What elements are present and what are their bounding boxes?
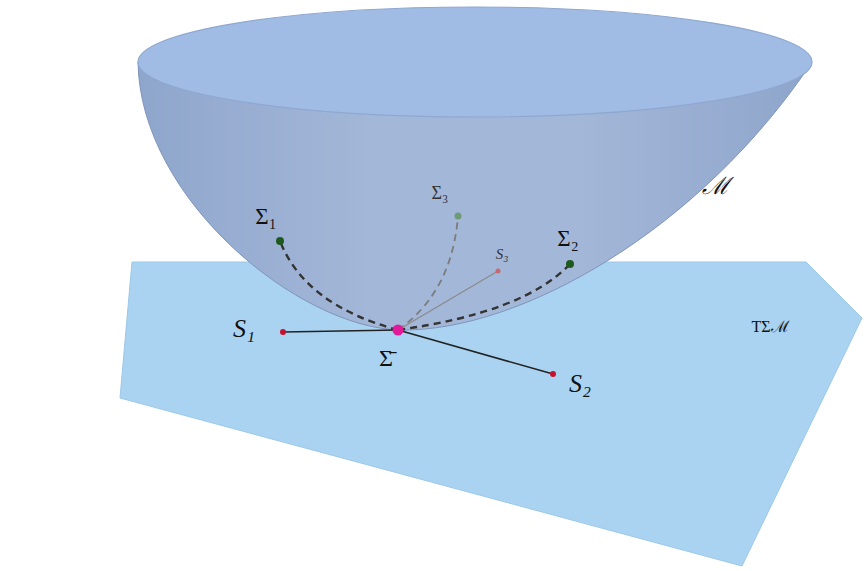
base-point: [393, 325, 404, 336]
bowl-rim: [138, 7, 812, 117]
tangent-vector: [283, 330, 398, 332]
point-label: S₂: [569, 371, 591, 397]
point-label: Σ₃: [432, 184, 449, 202]
point-label: S₃: [496, 247, 509, 262]
point-label: S₁: [233, 316, 255, 342]
manifold-point: [455, 213, 462, 220]
point-label: Σ₂: [557, 227, 578, 250]
geodesic-curve: [398, 264, 570, 330]
tangent-point: [280, 329, 286, 335]
tangent-point: [496, 269, 501, 274]
tangent-vector: [398, 271, 498, 330]
plane-label: TΣℳ: [751, 319, 788, 335]
point-label: Σ₁: [255, 205, 276, 228]
manifold-label: ℳ: [702, 174, 730, 198]
tangent-point: [550, 371, 556, 377]
manifold-point: [276, 237, 284, 245]
manifold-point: [566, 260, 574, 268]
point-label: Σ̄: [379, 346, 393, 370]
geodesic-curve: [280, 241, 398, 330]
tangent-vector: [398, 330, 553, 374]
